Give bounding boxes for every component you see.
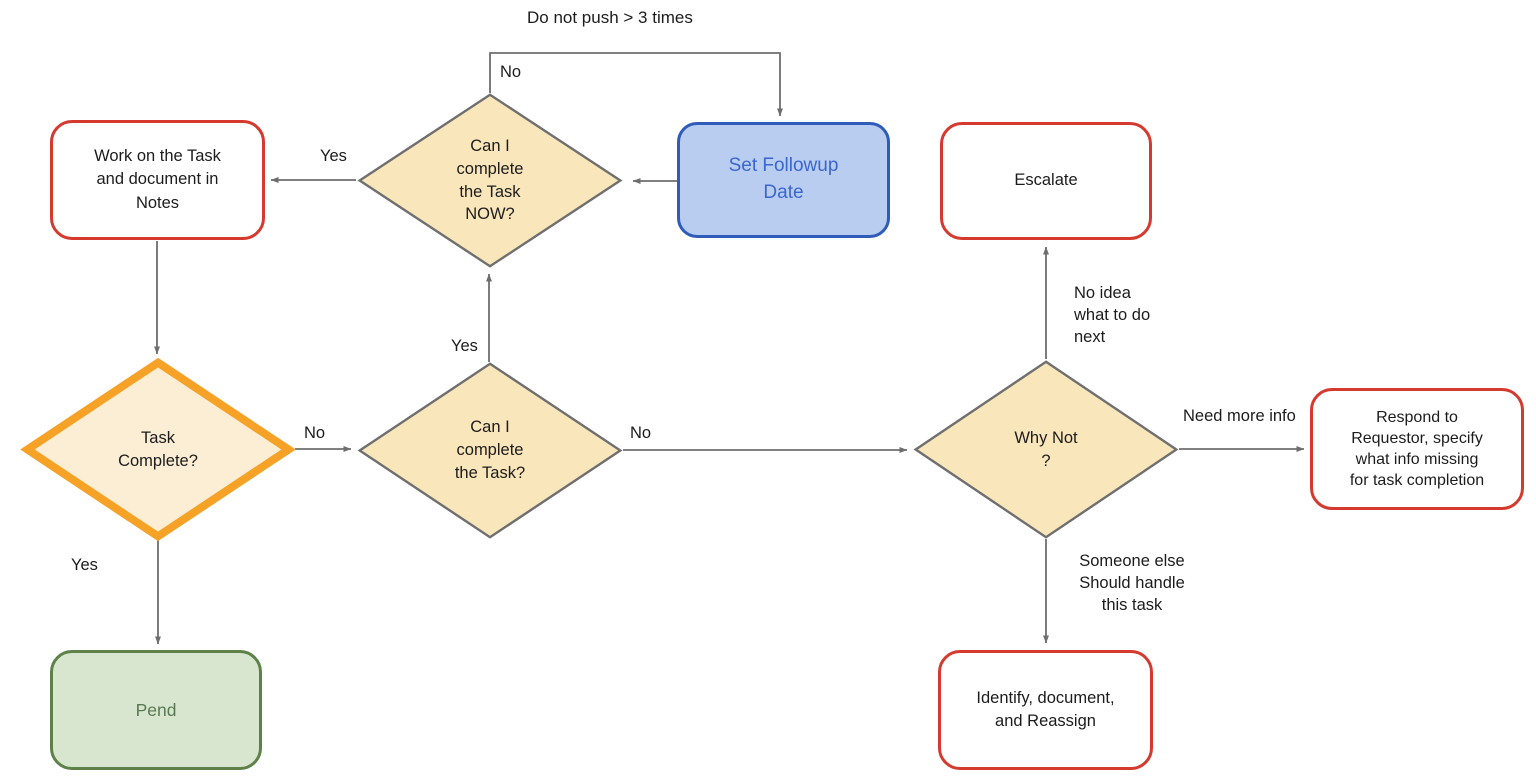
can-complete-now-decision: Can I complete the Task NOW? <box>357 93 623 268</box>
edge-label-no-idea: No idea what to do next <box>1074 284 1151 346</box>
edge-label-need-more-info: Need more info <box>1183 407 1296 425</box>
pend-label: Pend <box>135 699 177 720</box>
work-on-task-node: Work on the Task and document in Notes <box>50 120 265 240</box>
escalate-node: Escalate <box>940 122 1152 240</box>
why-not-label: Why Not ? <box>1014 428 1078 470</box>
task-complete-label: Task Complete? <box>118 428 198 470</box>
edge-label-yes-taskcomplete: Yes <box>71 556 98 574</box>
work-on-task-label: Work on the Task and document in Notes <box>94 147 221 212</box>
identify-reassign-node: Identify, document, and Reassign <box>938 650 1153 770</box>
diamond-shape-icon <box>22 359 294 540</box>
set-followup-date-node: Set Followup Date <box>677 122 890 238</box>
can-complete-label: Can I complete the Task? <box>454 418 526 482</box>
edge-label-yes-cancomplete: Yes <box>451 337 478 355</box>
diamond-shape-icon <box>357 362 623 539</box>
task-complete-decision: Task Complete? <box>22 359 294 540</box>
respond-to-requestor-label: Respond to Requestor, specify what info … <box>1349 408 1485 490</box>
identify-reassign-label: Identify, document, and Reassign <box>976 688 1115 730</box>
pend-node: Pend <box>50 650 262 770</box>
set-followup-date-label: Set Followup Date <box>728 155 839 203</box>
why-not-decision: Why Not ? <box>913 360 1179 539</box>
can-complete-now-label: Can I complete the Task NOW? <box>456 136 524 224</box>
edge-label-no-taskcomplete: No <box>304 424 326 442</box>
can-complete-decision: Can I complete the Task? <box>357 362 623 539</box>
edge-label-do-not-push: Do not push > 3 times <box>527 8 693 27</box>
edge-label-yes-now: Yes <box>320 147 347 165</box>
diamond-shape-icon <box>913 360 1179 539</box>
edge-label-someone-else: Someone else Should handle this task <box>1079 552 1185 614</box>
respond-to-requestor-node: Respond to Requestor, specify what info … <box>1310 388 1524 510</box>
escalate-label: Escalate <box>1014 171 1078 190</box>
diamond-shape-icon <box>357 93 623 268</box>
edge-label-no-cancomplete: No <box>630 424 652 442</box>
edge-label-no-top: No <box>500 63 522 81</box>
